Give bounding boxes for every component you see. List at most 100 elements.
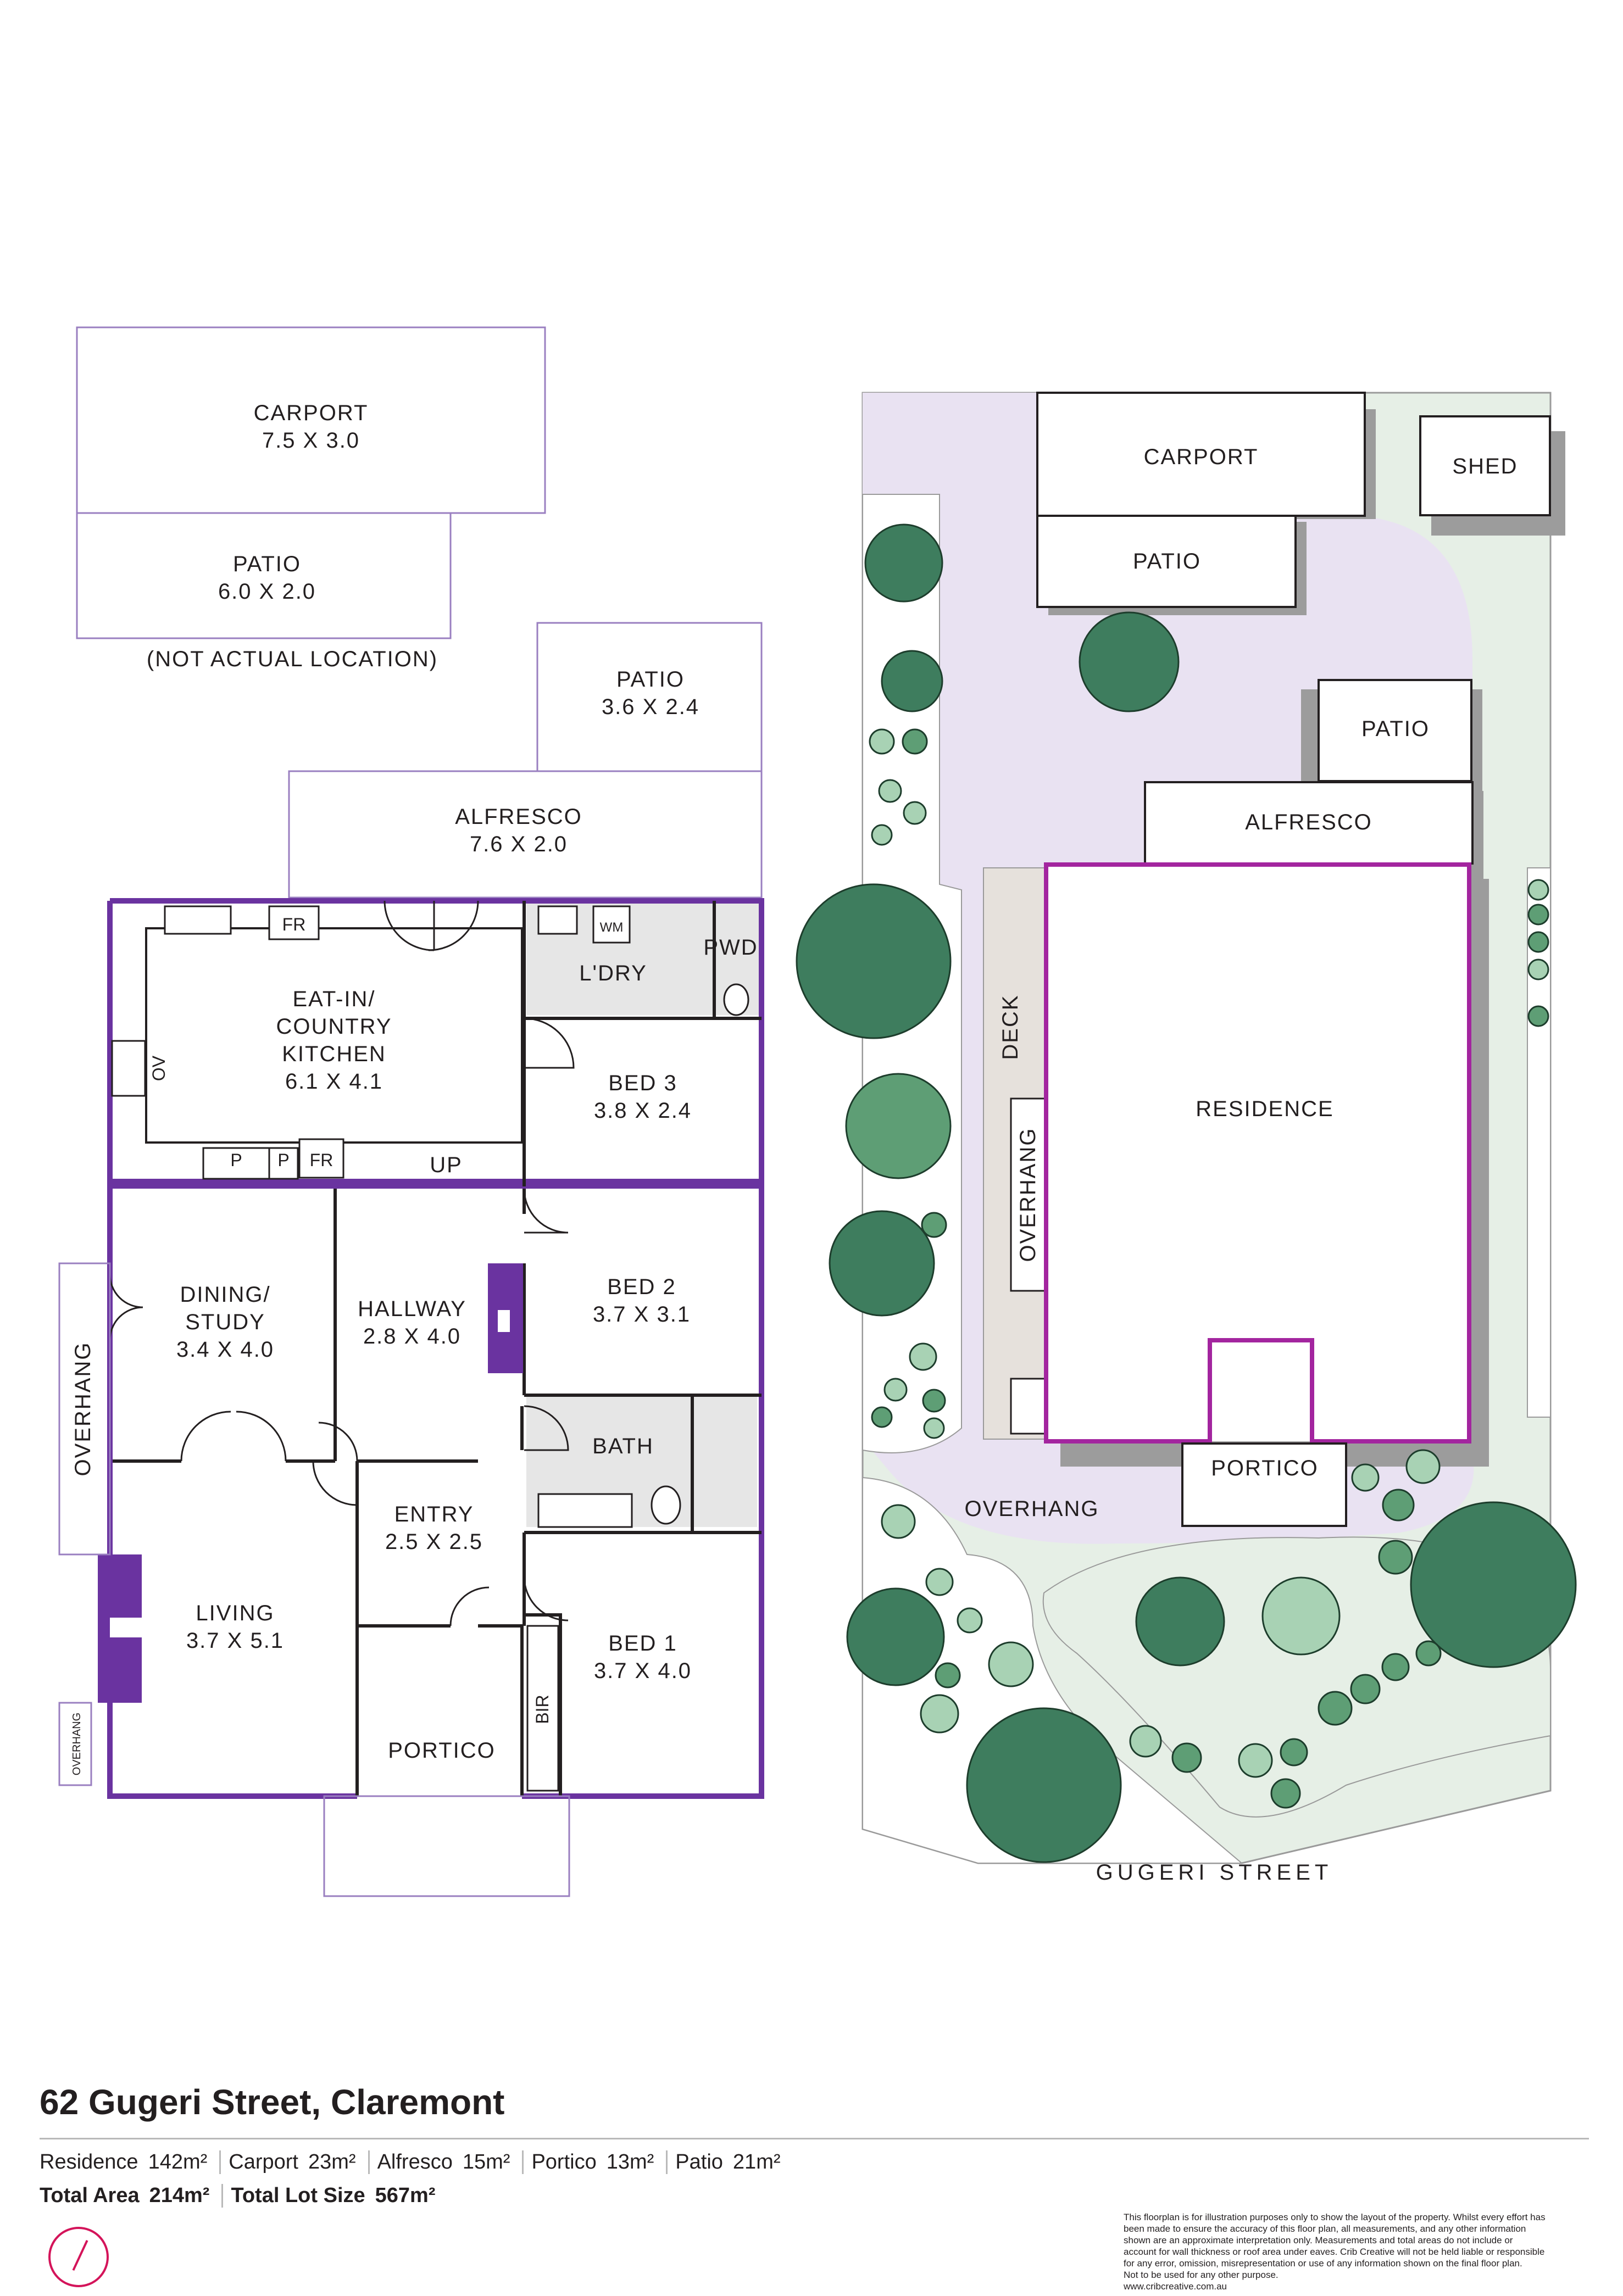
website-link[interactable]: www.cribcreative.com.au [1124,2281,1227,2292]
floor-plan: CARPORT 7.5 X 3.0 PATIO 6.0 X 2.0 (NOT A… [58,326,764,1897]
area-alfresco-label: Alfresco [377,2150,453,2174]
trees [796,523,1577,1863]
site-carport-label: CARPORT [1144,445,1259,469]
tree [966,1707,1122,1863]
carport-name: CARPORT [254,401,369,425]
bath-label: BATH [592,1434,654,1458]
small-overhang-label: OVERHANG [71,1713,83,1775]
brand-logo-icon [48,2227,109,2287]
shrub [871,824,893,846]
kitchen-line1: EAT-IN/ [292,987,375,1011]
wm-label: WM [600,920,624,935]
side-overhang-label: OVERHANG [71,1342,95,1476]
pwd-toilet [723,983,749,1016]
shrub [909,1342,937,1371]
hallway-fireplace-hearth [498,1310,510,1332]
laundry-sink [537,905,578,935]
total-area-value: 214m² [149,2184,210,2207]
dining-line2: STUDY [185,1310,265,1334]
lot-size-label: Total Lot Size [231,2184,365,2207]
carport-dims: 7.5 X 3.0 [262,428,360,453]
living-name: LIVING [196,1601,274,1625]
shrub [883,1378,908,1402]
bed3-dims: 3.8 X 2.4 [594,1099,692,1123]
shrub [902,728,928,755]
tree [829,1210,935,1317]
shrub [903,801,927,825]
shrub [925,1568,954,1596]
shrub [869,728,895,755]
bir-box [526,1625,559,1792]
tree [1135,1576,1225,1667]
tree [1079,611,1180,712]
cooktop [111,1040,146,1097]
totals: Total Area 214m² Total Lot Size 567m² [40,2184,445,2208]
tree [881,650,943,712]
shrub [921,1212,947,1238]
bed1-dims: 3.7 X 4.0 [594,1659,692,1683]
carport-structure [1036,392,1366,517]
shrub [922,1389,946,1413]
area-residence-value: 142m² [148,2150,208,2174]
disclaimer: This floorplan is for illustration purpo… [1124,2211,1607,2292]
kitchen-sink [164,905,232,935]
site-plan: CARPORT SHED PATIO PATIO ALFRESCO DECK O… [796,392,1577,1885]
shrub [1527,931,1549,953]
site-patio1-label: PATIO [1133,549,1201,573]
fridge-label-bottom: FR [310,1150,334,1170]
fridge-box-bottom [298,1138,344,1179]
disclaimer-line: Not to be used for any other purpose. [1124,2270,1279,2280]
lot-size-value: 567m² [375,2184,436,2207]
patio-dims: 3.6 X 2.4 [602,695,699,719]
detached-patio-name: PATIO [233,552,301,576]
shrub [1350,1674,1381,1704]
shrub [1378,1540,1413,1575]
property-address: 62 Gugeri Street, Claremont [40,2082,505,2122]
shrub [923,1417,945,1439]
right-side-strip [1527,867,1551,1418]
total-separator [221,2184,224,2208]
bed2-dims: 3.7 X 3.1 [593,1302,691,1327]
site-residence-label: RESIDENCE [1196,1097,1333,1121]
side-step [1010,1378,1046,1435]
bed3-name: BED 3 [608,1071,677,1095]
tree [1261,1576,1341,1656]
pwd-label: PWD [703,935,758,960]
fridge-box-top [268,905,320,940]
living-dims: 3.7 X 5.1 [186,1629,284,1653]
bath-vanity [537,1493,633,1528]
entry-dims: 2.5 X 2.5 [385,1530,483,1554]
area-carport-value: 23m² [308,2150,356,2174]
area-separator [666,2150,668,2174]
shrub [1405,1449,1441,1484]
area-separator [368,2150,370,2174]
oven-label: OV [149,1055,169,1081]
shed-structure [1419,415,1551,516]
fixtures [111,905,749,1792]
pantry-box-2 [268,1147,299,1180]
shrub [935,1662,961,1688]
shrub [881,1504,916,1539]
dining-line1: DINING/ [180,1283,270,1307]
hallway-dims: 2.8 X 4.0 [363,1324,461,1348]
dining-dims: 3.4 X 4.0 [176,1338,274,1362]
site-deck-label: DECK [998,994,1022,1060]
disclaimer-line: been made to ensure the accuracy of this… [1124,2223,1526,2234]
patio-name: PATIO [616,667,685,692]
area-portico-value: 13m² [606,2150,654,2174]
shrub [920,1694,959,1734]
shrub [878,779,902,803]
shrub [1238,1743,1273,1778]
shrub [1382,1489,1415,1522]
area-portico-label: Portico [531,2150,597,2174]
exterior-walls [107,898,764,1799]
bath-toilet [651,1485,681,1525]
alfresco-name: ALFRESCO [455,805,582,829]
patio2-structure [1318,679,1472,782]
entry-name: ENTRY [394,1502,474,1526]
area-patio-value: 21m² [732,2150,781,2174]
site-portico-label: PORTICO [1211,1456,1319,1480]
overhang-vertical-structure [1010,1097,1046,1292]
alfresco-outline [288,770,763,899]
tree [845,1073,952,1179]
